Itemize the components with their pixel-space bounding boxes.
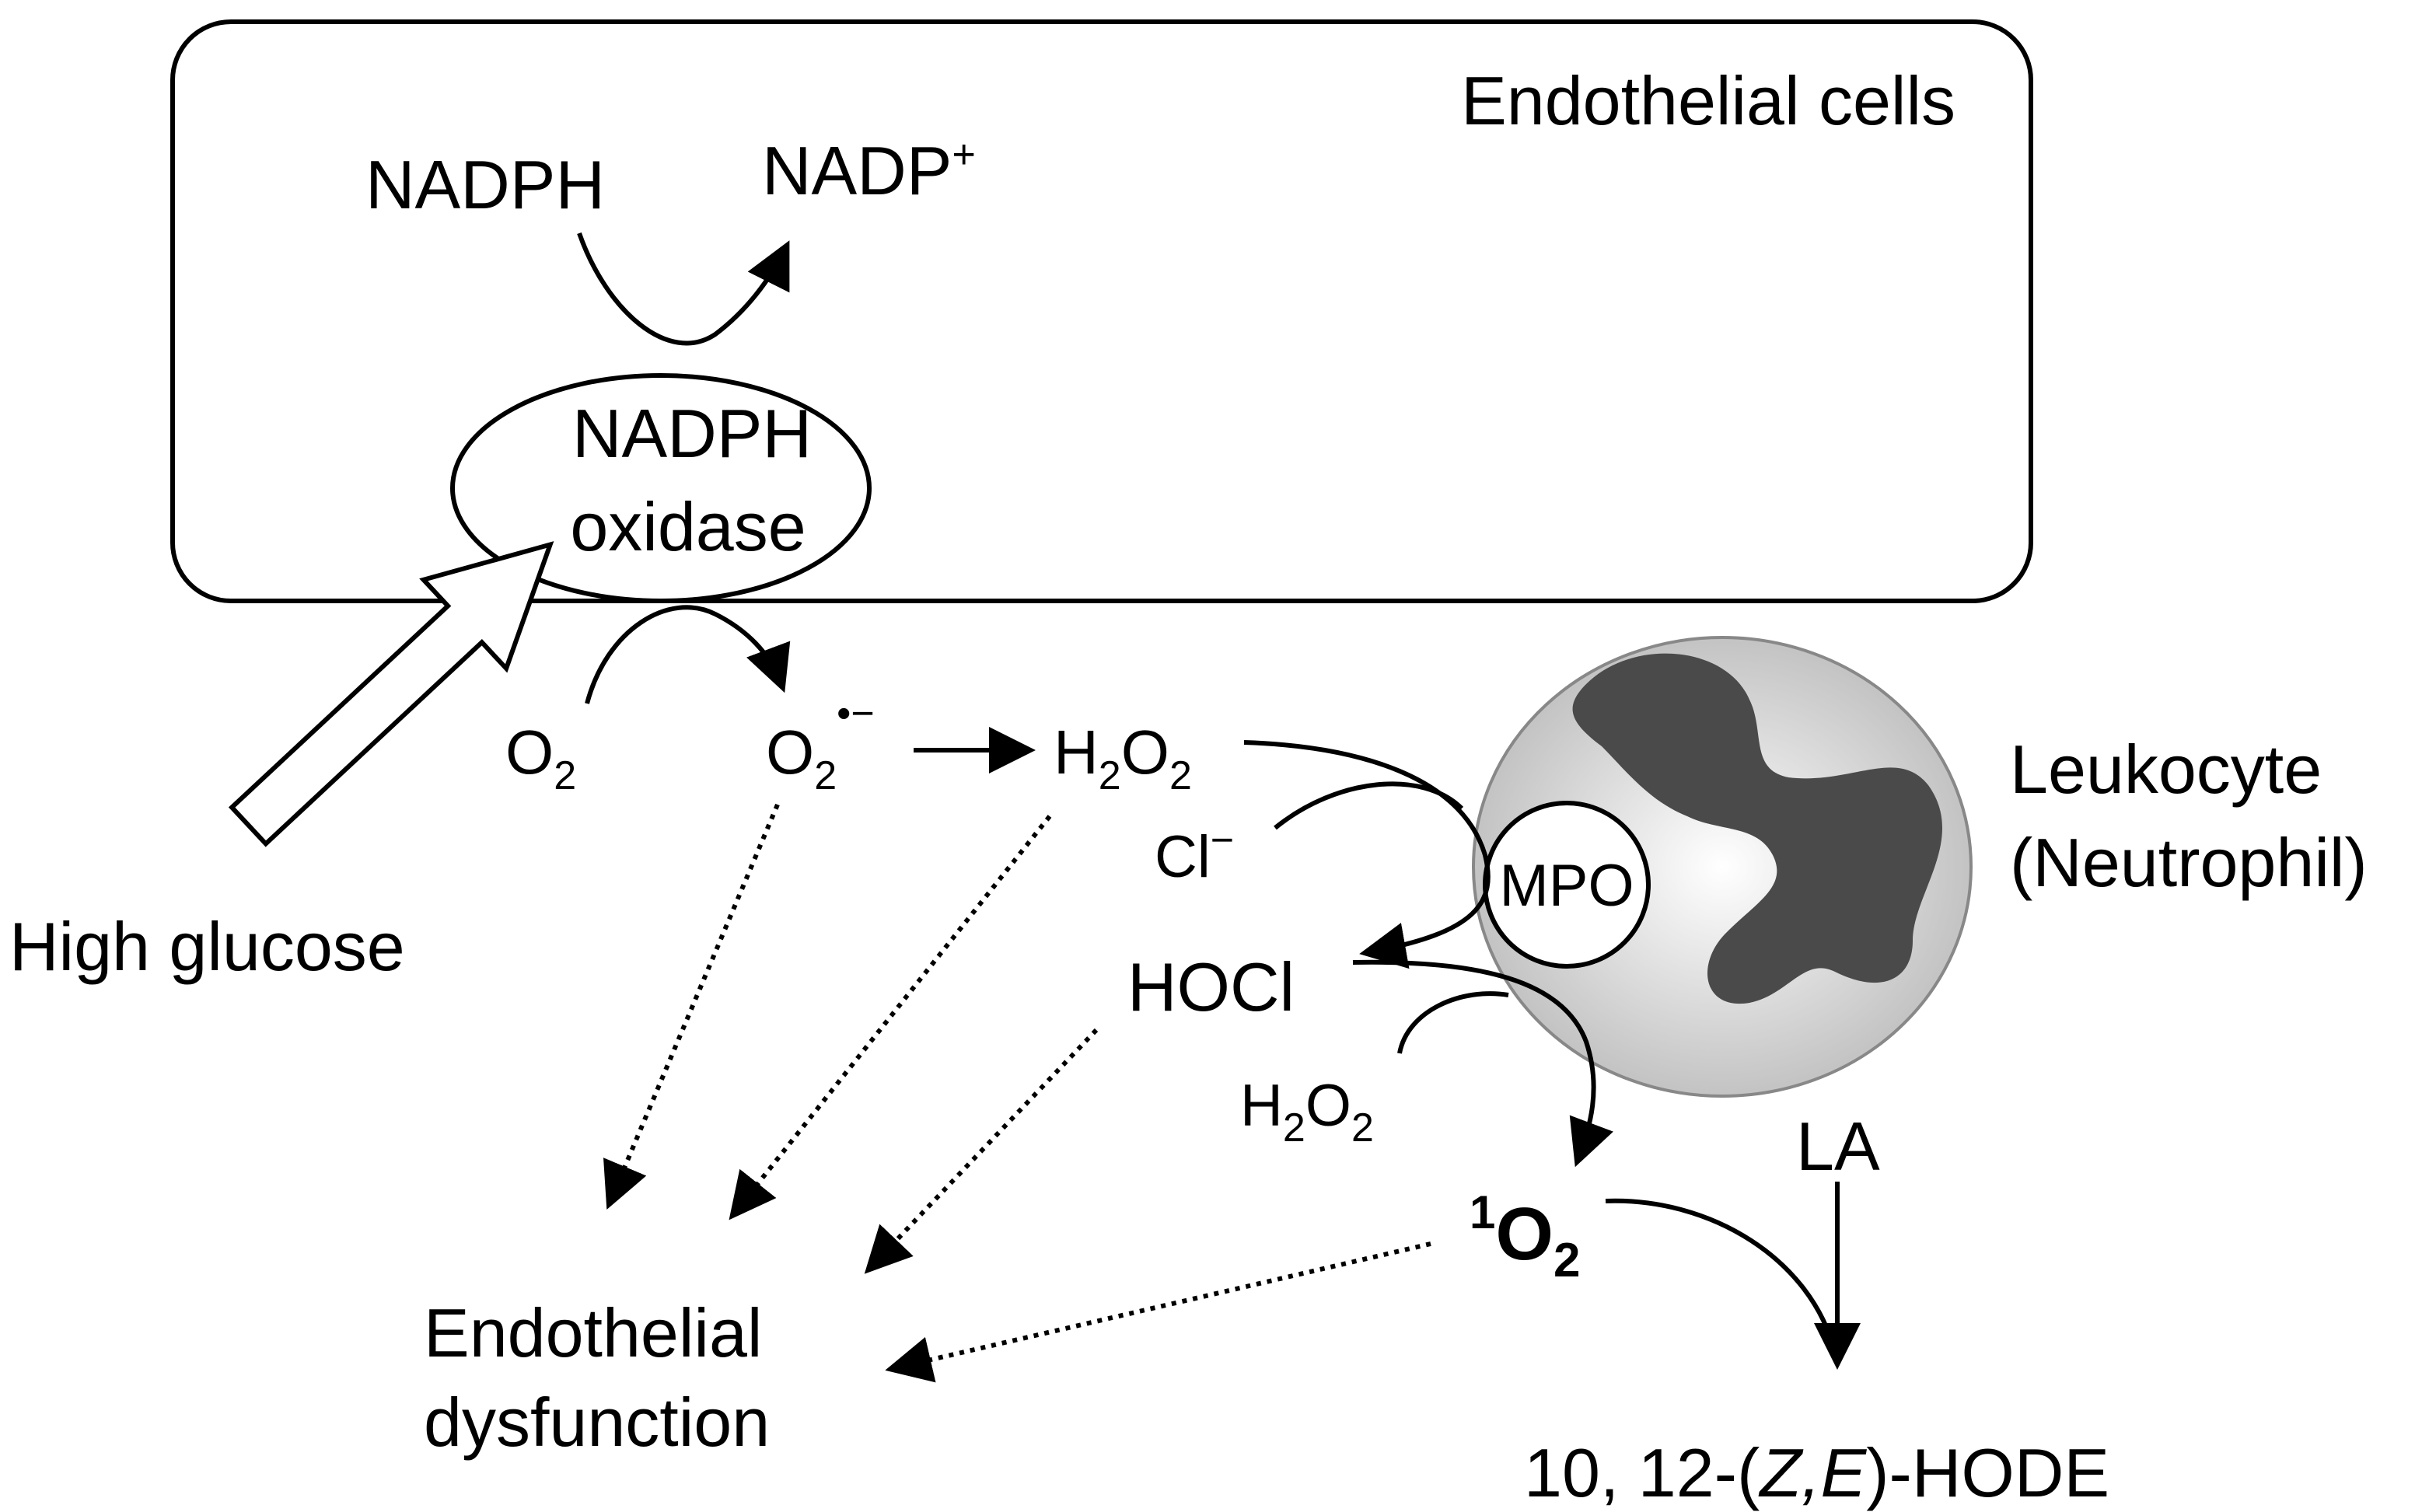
hocl-to-singlet-oxygen-arrow [1352,959,1613,1168]
superoxide-label: O2•− [766,691,875,798]
h2o2-label-top: H2O2 [1054,718,1192,798]
singlet-oxygen-to-hode-arrow [1605,1198,1837,1353]
high-glucose-hollow-arrow [228,541,554,847]
nadph-oxidase-label-line2: oxidase [570,488,806,565]
nadp-plus-label: NADP+ [762,132,976,209]
nadph-oxidase-label-line1: NADPH [572,395,812,472]
leukocyte-cell [1472,636,1973,1098]
dysfunction-label-line1: Endothelial [424,1294,762,1371]
oxygen-to-superoxide-arrow [585,605,791,704]
singlet-oxygen-label: 1O2 [1470,1186,1581,1287]
superoxide-to-dysfunction-dotted-arrow [603,803,780,1210]
oxygen-label: O2 [505,718,576,798]
singlet-oxygen-to-dysfunction-dotted-arrow [885,1241,1431,1383]
nadph-oxidase-ellipse [450,373,872,603]
mpo-circle [1483,801,1651,969]
hocl-label: HOCl [1127,948,1295,1025]
hocl-to-dysfunction-dotted-arrow [864,1028,1099,1274]
dysfunction-label-line2: dysfunction [424,1384,770,1461]
h2o2-to-hocl-reaction-line [1397,991,1509,1054]
h2o2-to-mpo-arrow [1243,740,1491,969]
la-label: LA [1796,1108,1880,1185]
nadph-label: NADPH [365,146,605,223]
high-glucose-label: High glucose [9,908,405,985]
hode-label: 10, 12-(Z,E)-HODE [1524,1434,2109,1511]
chloride-to-mpo-line [1274,781,1464,830]
endothelial-cell-box [170,19,2033,603]
leukocyte-label-line1: Leukocyte [2010,731,2322,808]
nadph-to-nadp-arrow [577,232,790,346]
mpo-label: MPO [1499,853,1634,919]
leukocyte-nucleus [1572,653,1943,1004]
h2o2-label-bottom: H2O2 [1240,1073,1374,1151]
leukocyte-label-line2: (Neutrophil) [2010,824,2368,901]
endothelial-cells-label: Endothelial cells [1461,62,1955,139]
chloride-label: Cl− [1155,818,1234,890]
h2o2-to-dysfunction-dotted-arrow [729,815,1052,1220]
